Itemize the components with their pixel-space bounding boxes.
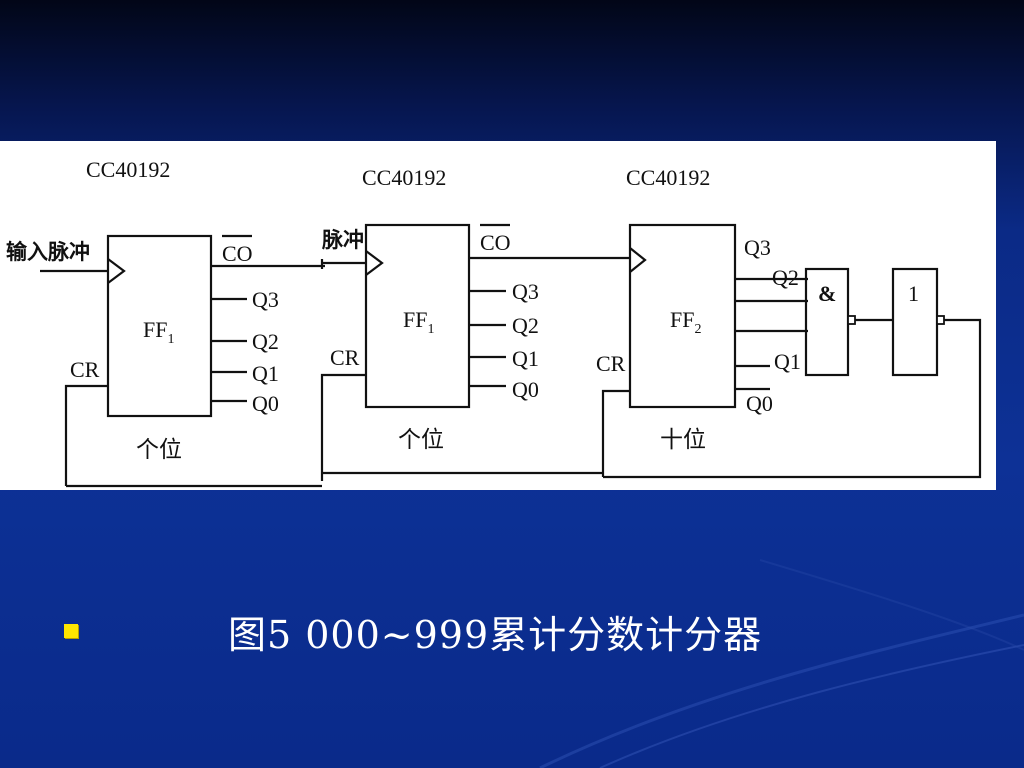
- chip3-block-label: FF2: [670, 307, 701, 337]
- figure-caption: 图5 000~999累计分数计分器: [228, 613, 763, 657]
- chip2-box: [364, 223, 471, 409]
- chip2-clock-symbol: [365, 250, 384, 276]
- circuit-diagram: CC40192 输入脉冲 CO FF1 Q3 Q2 Q1 Q0 CR 个位 CC…: [0, 141, 996, 490]
- chip3-output-q2: Q2: [772, 265, 799, 290]
- chip3-reset-label: CR: [596, 351, 626, 376]
- chip2-reset-label: CR: [330, 345, 360, 370]
- and-gate-label: &: [818, 281, 836, 306]
- chip2-input-label: 脉冲: [321, 228, 364, 252]
- chip1-output-q3: Q3: [252, 287, 279, 312]
- chip2-block-label: FF1: [403, 307, 434, 337]
- chip1-reset-label: CR: [70, 357, 100, 382]
- chip3-place-label: 十位: [660, 427, 706, 453]
- chip1-part-label: CC40192: [86, 157, 170, 182]
- square-bullet-icon: [64, 624, 78, 638]
- chip2-output-q3: Q3: [512, 279, 539, 304]
- circuit-schematic: CC40192 输入脉冲 CO FF1 Q3 Q2 Q1 Q0 CR 个位 CC…: [6, 157, 982, 488]
- chip1-box: [106, 234, 213, 418]
- chip3-output-q1: Q1: [774, 349, 801, 374]
- chip3-part-label: CC40192: [626, 165, 710, 190]
- chip1-block-label: FF1: [143, 317, 174, 347]
- chip2-output-q1: Q1: [512, 346, 539, 371]
- chip2-part-label: CC40192: [362, 165, 446, 190]
- chip2-carry-label: CO: [480, 230, 511, 255]
- chip3-output-q0: Q0: [746, 391, 773, 416]
- chip1-place-label: 个位: [136, 437, 182, 463]
- chip1-output-q1: Q1: [252, 361, 279, 386]
- chip2-output-q0: Q0: [512, 377, 539, 402]
- chip2-place-label: 个位: [398, 427, 444, 453]
- chip1-output-q0: Q0: [252, 391, 279, 416]
- not-gate-inversion-bubble: [936, 315, 945, 325]
- chip3-output-q3: Q3: [744, 235, 771, 260]
- chip1-output-q2: Q2: [252, 329, 279, 354]
- chip2-output-q2: Q2: [512, 313, 539, 338]
- caption-row: 图5 000~999累计分数计分器: [0, 598, 1024, 658]
- and-gate-inversion-bubble: [847, 315, 856, 325]
- chip3-box: [628, 223, 737, 409]
- chip1-carry-label: CO: [222, 241, 253, 266]
- chip1-input-label: 输入脉冲: [6, 240, 90, 264]
- chip3-clock-symbol: [629, 247, 647, 273]
- not-gate-label: 1: [908, 281, 919, 306]
- chip1-clock-symbol: [107, 258, 126, 284]
